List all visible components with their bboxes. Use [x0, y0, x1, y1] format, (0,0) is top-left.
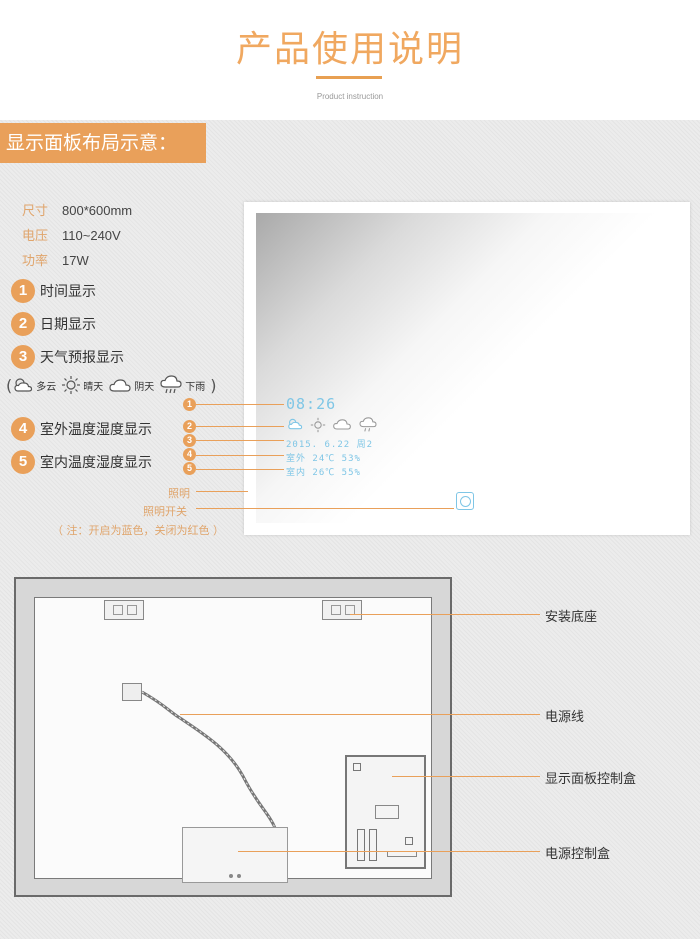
spec-value: 17W	[62, 253, 89, 268]
feature-number: 1	[11, 279, 35, 303]
partly-cloudy-icon	[14, 378, 33, 392]
lighting-touch-switch[interactable]	[456, 492, 474, 510]
spec-value: 800*600mm	[62, 203, 133, 218]
label-mount: 安装底座	[545, 610, 598, 625]
mirror-surface	[256, 213, 678, 523]
paren-close: )	[210, 375, 217, 395]
display-control-box	[345, 755, 426, 869]
leader-power-box	[238, 851, 540, 852]
page-subtitle: Product instruction	[316, 92, 384, 101]
spec-value: 110~240V	[62, 228, 121, 243]
callout-line-1	[196, 404, 284, 405]
rain-icon	[359, 417, 377, 432]
feature-indoor: 5 室内温度湿度显示	[11, 450, 152, 474]
sunny-icon	[62, 376, 81, 394]
page-header: 产品使用说明 Product instruction	[0, 0, 700, 120]
feature-number: 2	[11, 312, 35, 336]
spec-label: 尺寸	[22, 204, 49, 219]
callout-line-5	[196, 469, 284, 470]
feature-number: 5	[11, 450, 35, 474]
title-underline	[316, 76, 382, 79]
display-time: 08:26	[286, 395, 337, 413]
feature-number: 4	[11, 417, 35, 441]
weather-label: 晴天	[83, 381, 104, 393]
box-chip	[375, 805, 399, 819]
page-title: 产品使用说明	[235, 29, 464, 70]
feature-label: 日期显示	[40, 317, 96, 333]
sunny-icon	[310, 417, 326, 433]
callout-1: 1	[183, 398, 196, 411]
weather-legend: ( 多云 晴天 阴天 下雨 )	[6, 375, 217, 395]
box-slot	[369, 829, 377, 861]
callout-line-lighting	[196, 491, 248, 492]
spec-voltage: 电压 110~240V	[22, 225, 121, 244]
label-cord: 电源线	[545, 710, 585, 725]
feature-time: 1 时间显示	[11, 279, 96, 303]
feature-date: 2 日期显示	[11, 312, 96, 336]
weather-item-sunny: 晴天	[61, 375, 103, 395]
box-hole	[229, 874, 233, 878]
feature-label: 天气预报显示	[40, 350, 124, 366]
weather-label: 多云	[36, 381, 57, 393]
callout-line-switch	[196, 508, 454, 509]
spec-label: 电压	[22, 229, 49, 244]
power-control-box	[182, 827, 288, 883]
spec-power: 功率 17W	[22, 250, 89, 269]
box-screw	[353, 763, 361, 771]
spec-size: 尺寸 800*600mm	[22, 200, 132, 219]
paren-open: (	[6, 375, 13, 395]
label-power-box: 电源控制盒	[545, 847, 611, 862]
box-slot	[357, 829, 365, 861]
cloud-icon	[109, 379, 131, 392]
callout-2: 2	[183, 420, 196, 433]
display-weather-icons	[286, 417, 378, 433]
leader-cord	[180, 714, 540, 715]
label-panel-box: 显示面板控制盒	[545, 772, 637, 787]
leader-panel-box	[392, 776, 540, 777]
feature-label: 时间显示	[40, 284, 96, 300]
weather-label: 阴天	[134, 381, 155, 393]
box-hole	[237, 874, 241, 878]
cord-connector	[122, 683, 142, 701]
display-date: 2015. 6.22 周2	[286, 440, 374, 450]
callout-4: 4	[183, 448, 196, 461]
display-outdoor: 室外 24℃ 53%	[286, 454, 361, 464]
weather-label: 下雨	[185, 381, 206, 393]
weather-item-cloudy: 多云	[12, 376, 56, 394]
label-lighting: 照明	[168, 487, 190, 500]
rain-icon	[160, 375, 182, 394]
partly-cloudy-icon	[288, 418, 303, 430]
label-lighting-switch: 照明开关	[143, 505, 187, 518]
feature-weather: 3 天气预报显示	[11, 345, 124, 369]
spec-label: 功率	[22, 254, 49, 269]
cloud-icon	[333, 419, 351, 430]
feature-label: 室内温度湿度显示	[40, 455, 152, 471]
section-banner: 显示面板布局示意：	[0, 123, 206, 163]
label-switch-note: （ 注：开启为蓝色，关闭为红色 ）	[52, 524, 224, 537]
feature-number: 3	[11, 345, 35, 369]
callout-line-2	[196, 426, 284, 427]
display-indoor: 室内 26℃ 55%	[286, 468, 361, 478]
mount-bracket-left	[104, 600, 144, 620]
weather-item-rain: 下雨	[159, 375, 205, 395]
callout-5: 5	[183, 462, 196, 475]
callout-line-3	[196, 440, 284, 441]
feature-label: 室外温度湿度显示	[40, 422, 152, 438]
weather-item-overcast: 阴天	[108, 377, 154, 393]
callout-line-4	[196, 455, 284, 456]
leader-mount	[350, 614, 540, 615]
box-screw	[405, 837, 413, 845]
callout-3: 3	[183, 434, 196, 447]
feature-outdoor: 4 室外温度湿度显示	[11, 417, 152, 441]
